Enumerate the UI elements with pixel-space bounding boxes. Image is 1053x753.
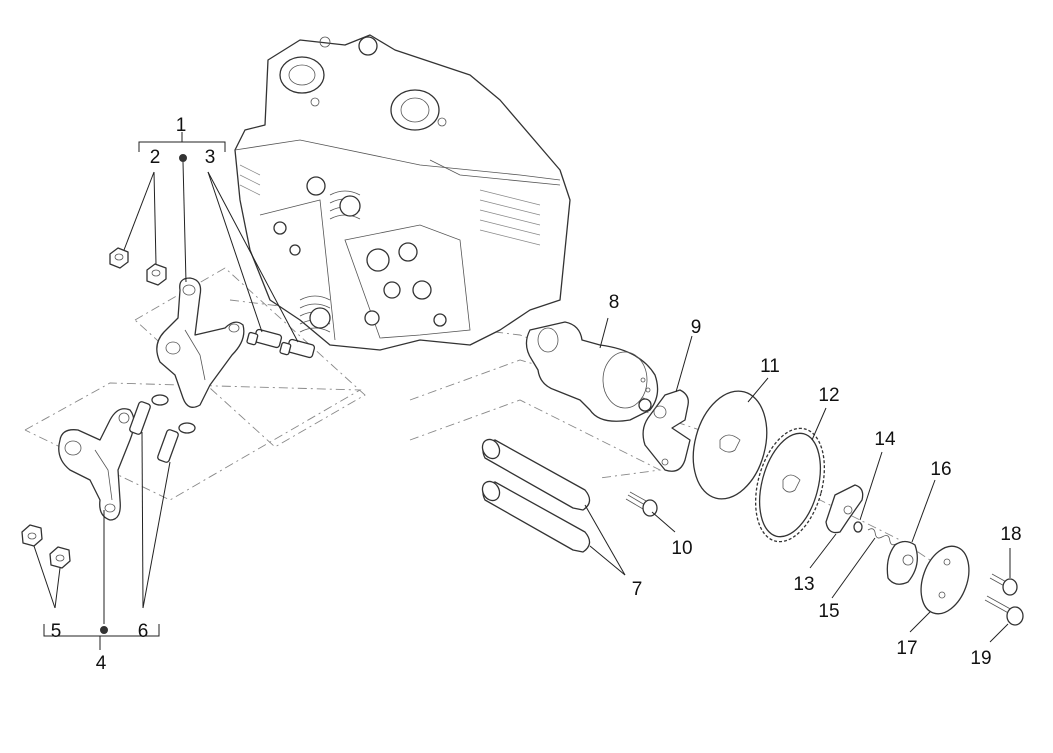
callout-14: 14 bbox=[874, 429, 896, 450]
part-13-weight bbox=[825, 484, 864, 534]
part-8-camshaft bbox=[525, 321, 659, 422]
callout-13: 13 bbox=[793, 574, 814, 595]
callout-19: 19 bbox=[970, 648, 991, 669]
callout-4: 4 bbox=[96, 653, 107, 674]
bullet-dot-bottom bbox=[100, 626, 108, 634]
part-11-disc bbox=[692, 390, 768, 500]
part-18-bolt bbox=[989, 573, 1018, 596]
callout-9: 9 bbox=[691, 317, 702, 338]
callout-1: 1 bbox=[176, 115, 187, 136]
part-3-adjusters bbox=[246, 328, 316, 359]
callout-7: 7 bbox=[632, 579, 643, 600]
rocker-arm-upper bbox=[156, 277, 245, 408]
bullet-dot-top bbox=[179, 154, 187, 162]
part-10-screw bbox=[625, 491, 658, 517]
part-12-sprocket bbox=[754, 427, 826, 543]
callout-labels: 1 2 3 4 5 6 7 8 9 10 11 12 13 14 15 16 1… bbox=[51, 115, 1022, 674]
part-5-nuts bbox=[21, 524, 71, 569]
callout-18: 18 bbox=[1000, 524, 1021, 545]
callout-16: 16 bbox=[930, 459, 951, 480]
part-17-cover bbox=[920, 545, 970, 615]
part-9-plate bbox=[642, 389, 691, 472]
group-bracket-top bbox=[138, 132, 226, 162]
part-2-nuts bbox=[109, 247, 167, 286]
part-7-pins bbox=[481, 438, 591, 553]
part-6-shafts bbox=[129, 394, 196, 463]
group-bracket-bottom bbox=[43, 624, 160, 650]
leader-lines bbox=[33, 161, 1011, 643]
part-16-cam bbox=[886, 540, 918, 585]
part-15-spring bbox=[867, 528, 898, 546]
callout-11: 11 bbox=[760, 356, 780, 377]
rocker-arm-lower bbox=[58, 408, 135, 521]
callout-3: 3 bbox=[205, 147, 216, 168]
callout-2: 2 bbox=[150, 147, 161, 168]
callout-15: 15 bbox=[818, 601, 839, 622]
callout-6: 6 bbox=[138, 621, 149, 642]
callout-8: 8 bbox=[609, 292, 620, 313]
part-19-bolt bbox=[984, 595, 1024, 626]
callout-17: 17 bbox=[896, 638, 917, 659]
part-14-washer bbox=[853, 521, 863, 533]
callout-10: 10 bbox=[671, 538, 692, 559]
cylinder-head bbox=[234, 34, 571, 351]
callout-5: 5 bbox=[51, 621, 62, 642]
callout-12: 12 bbox=[818, 385, 839, 406]
